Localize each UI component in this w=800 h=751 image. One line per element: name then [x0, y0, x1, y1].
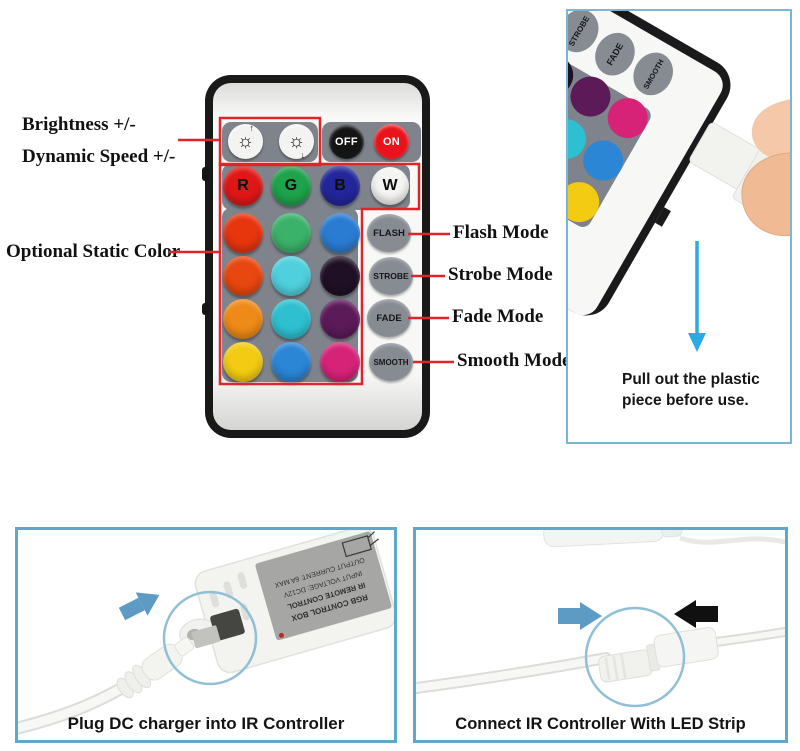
mini-smooth-button [633, 52, 673, 96]
color-button [271, 342, 311, 382]
fade-button: FADE [367, 299, 411, 337]
controller-nub [661, 530, 683, 538]
up-arrow-icon: ↑ [249, 123, 255, 133]
top-cable [679, 535, 785, 545]
connect-led-strip-box: Connect IR Controller With LED Strip [413, 527, 788, 743]
strip-cable [713, 629, 785, 645]
pull-tab-instruction-line1: Pull out the plastic [622, 371, 760, 388]
wiring-diagram [341, 535, 372, 558]
color-button [320, 213, 360, 253]
sun-icon: ☼ [287, 131, 306, 152]
mini-color-dot [570, 76, 611, 117]
controller-label [255, 531, 392, 641]
brightness-label: Brightness +/- [22, 114, 136, 135]
highlight-circle [162, 590, 258, 686]
dc-cable [18, 683, 127, 733]
dc-plug-tip [174, 637, 195, 657]
mini-fade-button [595, 32, 635, 76]
flash-button: FLASH [367, 214, 411, 252]
color-button [223, 342, 263, 382]
sun-icon: ☼ [236, 131, 255, 152]
plug-dc-charger-box: RGB CONTROL BOX IR REMOTE CONTROL INPUT … [15, 527, 397, 743]
color-button-blue: B [320, 166, 360, 206]
pull-tab-photo-box: FLASH STROBE FADE SMOOTH Pull out the pl… [566, 9, 792, 444]
color-button [223, 256, 263, 296]
finger [741, 152, 790, 237]
optional-static-color-label: Optional Static Color [6, 241, 181, 262]
flash-mode-label: Flash Mode [453, 222, 549, 243]
wiring-diagram-lines [367, 531, 379, 546]
brightness-up-button: ☼ ↑ [228, 123, 263, 159]
dc-jack-barrel [191, 625, 221, 649]
color-button [320, 299, 360, 339]
color-button [271, 256, 311, 296]
strobe-mode-label: Strobe Mode [448, 264, 553, 285]
color-button [271, 299, 311, 339]
color-button-red: R [223, 166, 263, 206]
mini-color-dot [568, 119, 586, 160]
plug-dc-caption: Plug DC charger into IR Controller [67, 714, 345, 733]
color-button [271, 213, 311, 253]
controller-partial [543, 530, 665, 548]
mini-color-dot [568, 182, 600, 223]
color-button [320, 256, 360, 296]
battery-door-notch [655, 207, 671, 227]
fade-mode-label: Fade Mode [452, 306, 544, 327]
pull-tab-instruction-line2: piece before use. [622, 392, 749, 409]
connect-led-strip-photo [416, 530, 785, 708]
connect-strip-caption: Connect IR Controller With LED Strip [455, 715, 746, 733]
finger [751, 99, 790, 160]
color-button [223, 213, 263, 253]
vent-slot [240, 603, 250, 621]
plug-dc-charger-photo: RGB CONTROL BOX IR REMOTE CONTROL INPUT … [18, 530, 394, 735]
strobe-button: STROBE [369, 257, 413, 295]
pull-tab-instruction: Pull out the plastic piece before use. [622, 369, 787, 411]
blue-arrow-icon [118, 592, 160, 621]
color-button [223, 299, 263, 339]
blue-arrow-icon [558, 602, 602, 630]
off-button: OFF [329, 124, 364, 159]
controller-cable [416, 654, 610, 692]
on-button: ON [374, 124, 409, 159]
dynamic-speed-label: Dynamic Speed +/- [22, 146, 176, 167]
color-button-green: G [271, 166, 311, 206]
dc-jack-port [210, 608, 245, 641]
brightness-down-button: ☼ ↓ [279, 124, 314, 160]
down-arrow-icon: ↓ [300, 150, 306, 160]
mini-color-dot [583, 140, 624, 181]
remote-side-nub [202, 167, 209, 181]
color-button-white: W [371, 167, 409, 205]
smooth-mode-label: Smooth Mode [457, 350, 571, 371]
vent-slot [209, 590, 220, 608]
highlight-circle [584, 606, 686, 708]
connector-ridges [604, 654, 627, 680]
ir-remote: ☼ ↑ ☼ ↓ OFF ON R G B W [202, 75, 430, 438]
mini-strobe-button [568, 11, 599, 53]
black-arrow-icon [674, 600, 718, 628]
pull-tab-photo: FLASH STROBE FADE SMOOTH [568, 11, 790, 316]
remote-side-nub [202, 303, 209, 315]
color-button [320, 342, 360, 382]
mini-color-dot [607, 98, 648, 139]
vent-slot [237, 572, 248, 589]
label-red-mark [278, 632, 284, 638]
smooth-button: SMOOTH [369, 343, 413, 381]
mini-remote-face [568, 11, 723, 316]
connector-female [653, 627, 719, 668]
